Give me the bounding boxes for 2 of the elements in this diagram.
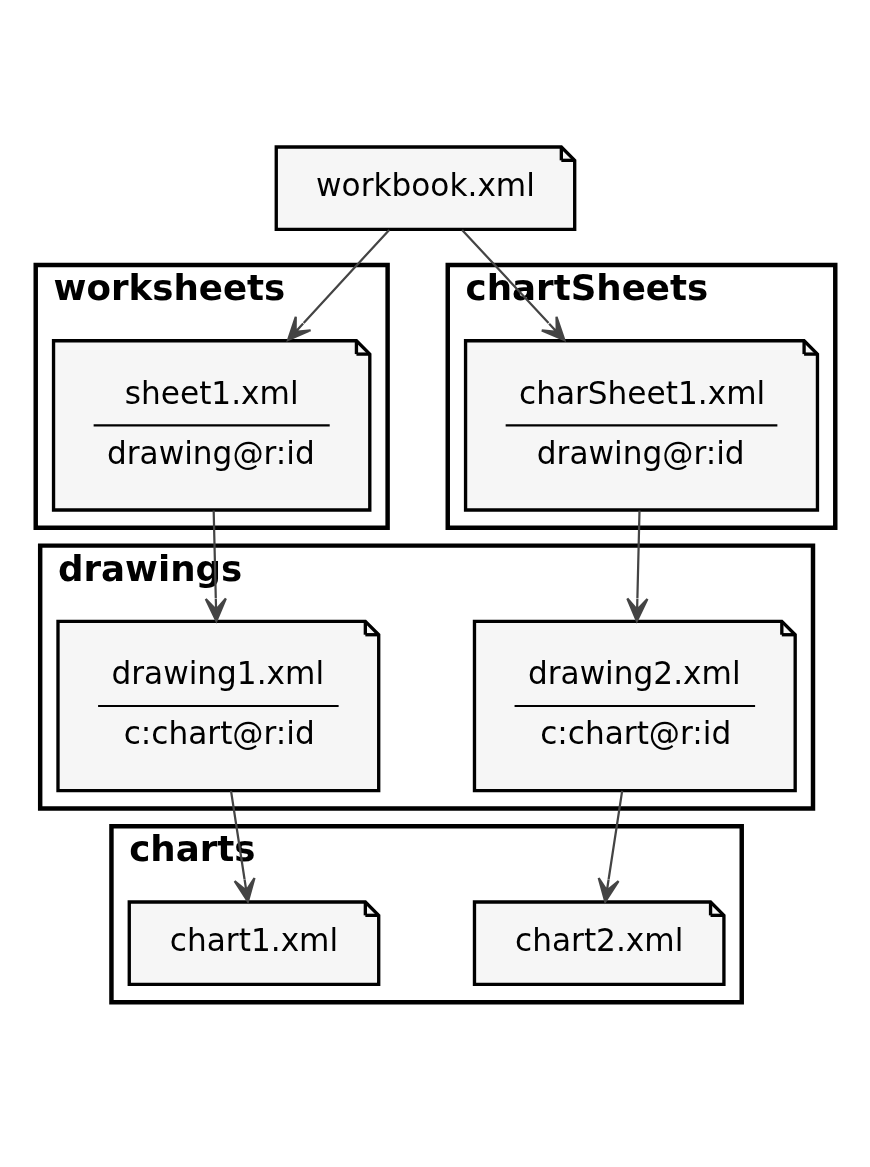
arrow	[286, 229, 390, 342]
arrow	[625, 510, 648, 623]
